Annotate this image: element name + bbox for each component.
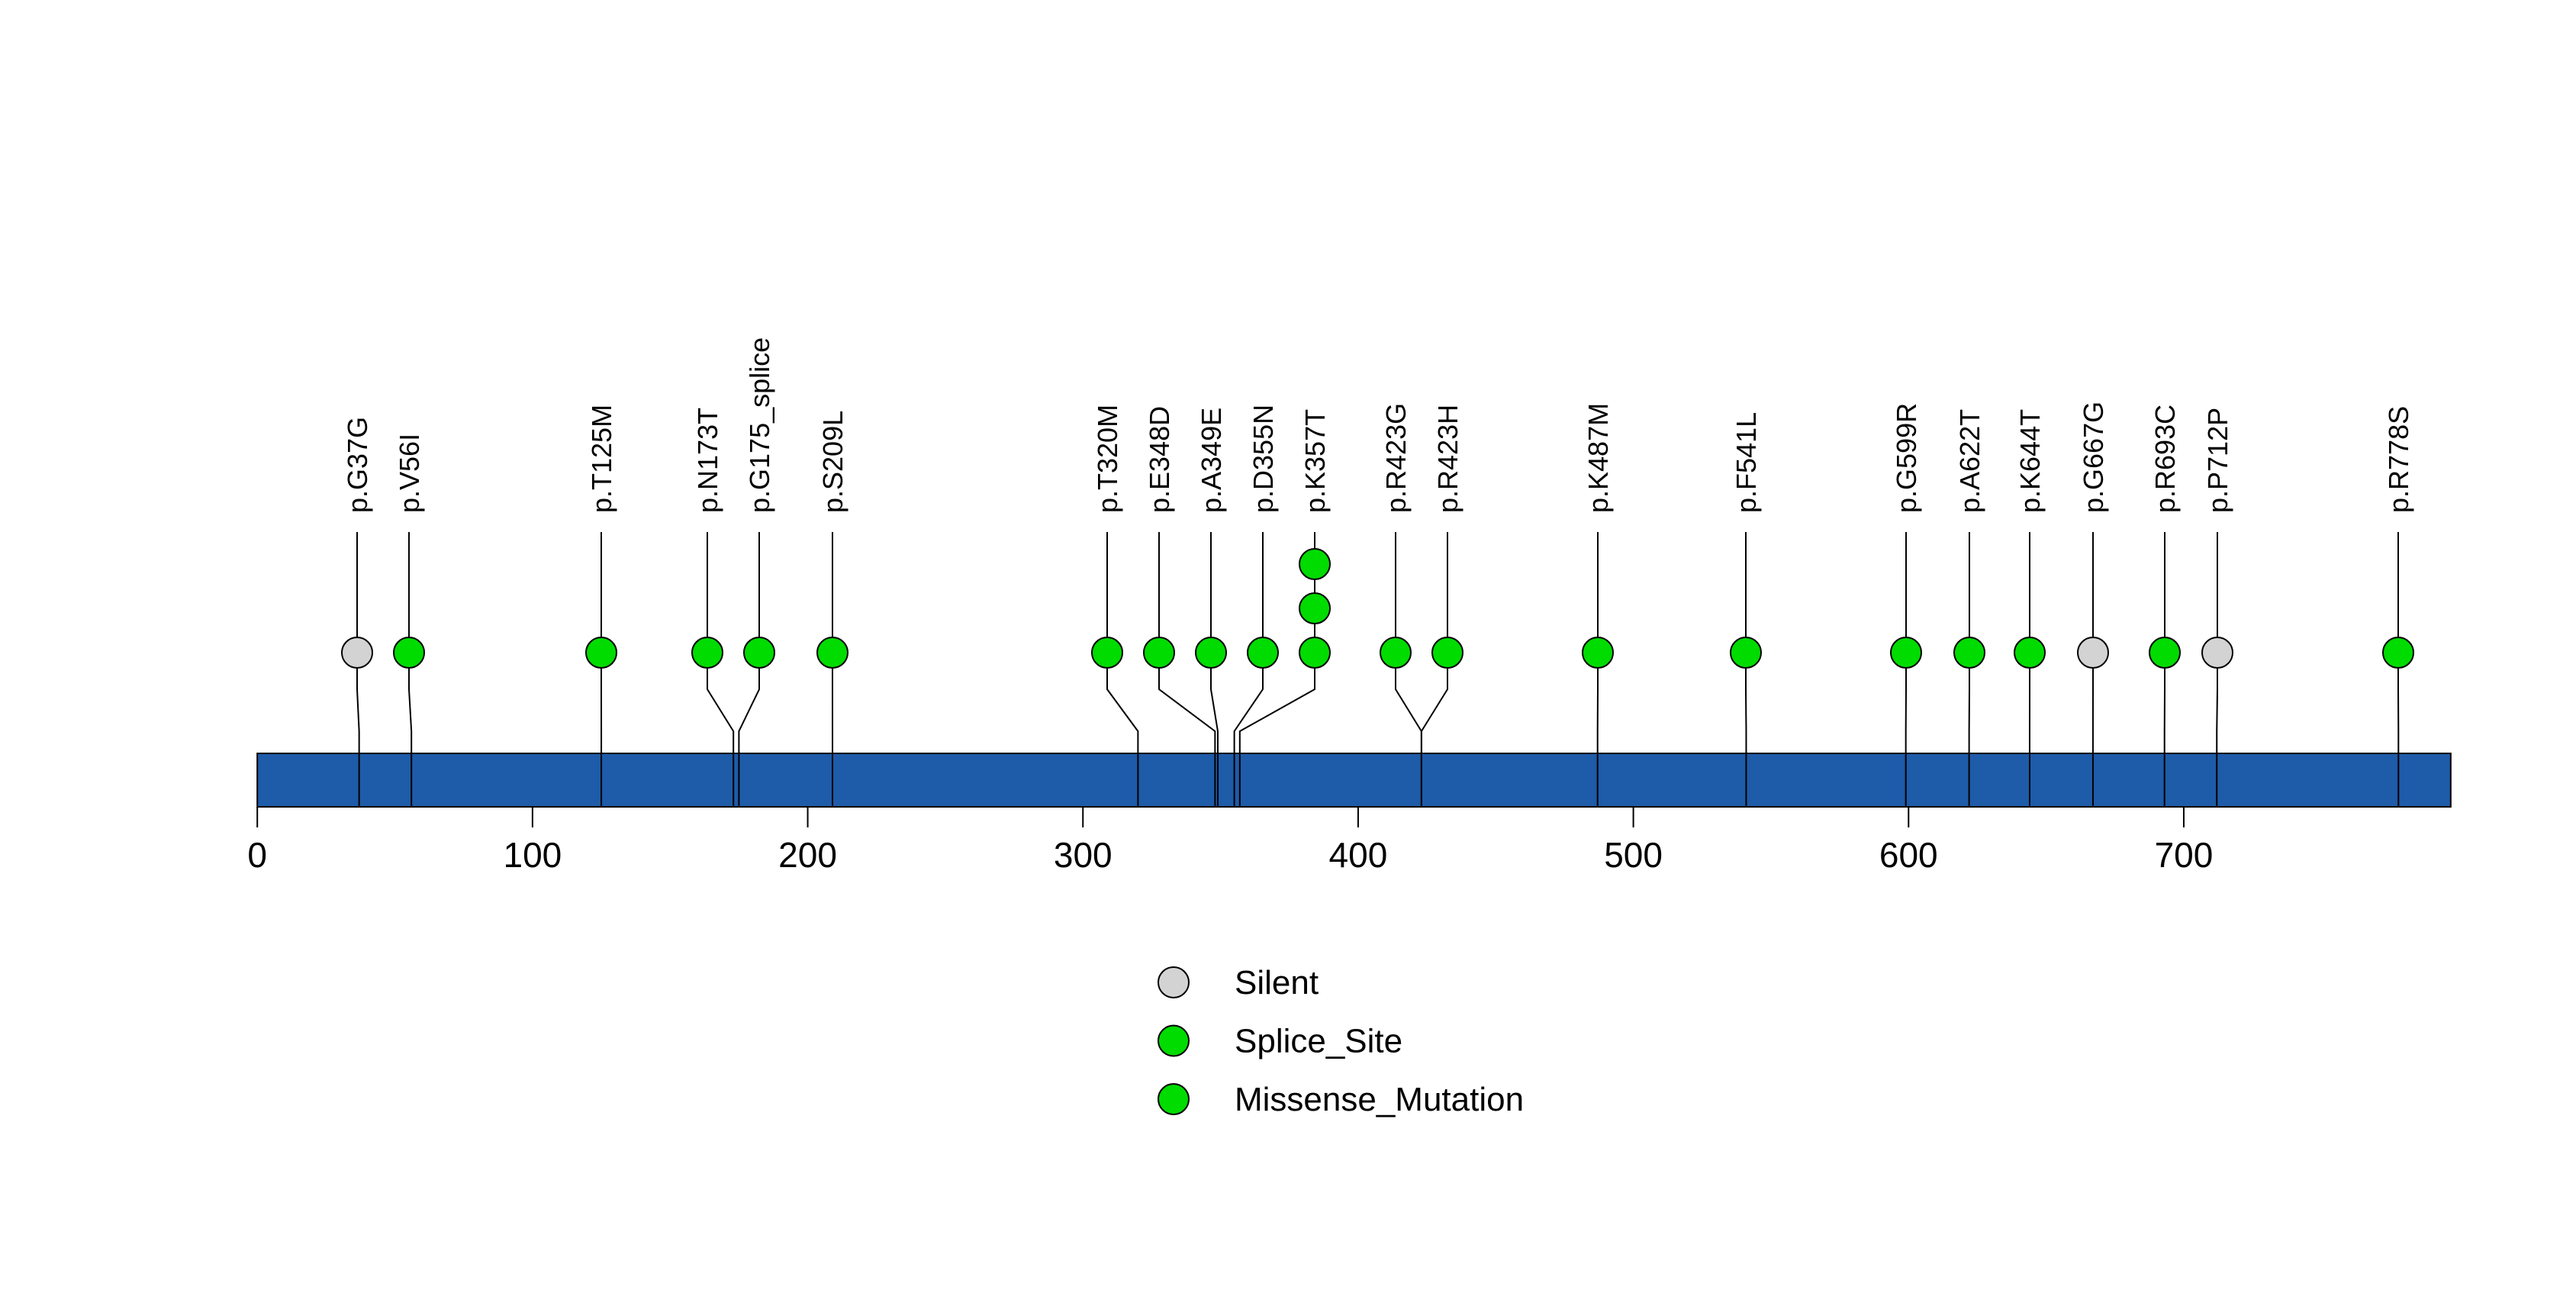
mutation-circle <box>816 637 848 669</box>
axis-tick-label: 0 <box>247 835 267 875</box>
mutation-label: p.V56I <box>394 434 425 513</box>
mutation-label: p.K487M <box>1583 403 1614 513</box>
mutation-label: p.R423G <box>1380 403 1412 513</box>
mutation-label: p.T125M <box>586 405 617 513</box>
mutation-circle <box>1091 637 1123 669</box>
lollipop-stem <box>1233 532 1264 806</box>
axis-tick-label: 500 <box>1604 835 1663 875</box>
mutation-circle <box>1890 637 1922 669</box>
lollipop-stem <box>1420 532 1448 806</box>
mutation-label: p.S209L <box>817 411 848 513</box>
mutation-label: p.E348D <box>1144 406 1175 513</box>
axis-tick-label: 200 <box>778 835 837 875</box>
legend-swatch <box>1158 1083 1190 1115</box>
mutation-circle <box>393 637 425 669</box>
mutation-circle <box>2014 637 2046 669</box>
mutation-circle <box>691 637 723 669</box>
lollipop-stem <box>1210 532 1219 806</box>
mutation-label: p.K357T <box>1299 409 1331 513</box>
legend-label: Silent <box>1235 964 1319 1001</box>
mutation-circle <box>1299 548 1331 580</box>
mutation-circle <box>1431 637 1463 669</box>
mutation-circle <box>743 637 775 669</box>
mutation-label: p.A349E <box>1196 408 1227 513</box>
mutation-label: p.R423H <box>1432 405 1463 513</box>
protein-bar <box>256 753 2452 808</box>
mutation-label: p.K644T <box>2014 409 2046 513</box>
mutation-circle <box>1195 637 1227 669</box>
mutation-label: p.N173T <box>692 408 723 513</box>
mutation-circle <box>2149 637 2181 669</box>
lollipop-stem <box>408 532 413 806</box>
mutation-circle <box>1380 637 1412 669</box>
mutation-label: p.T320M <box>1092 405 1123 513</box>
mutation-label: p.G37G <box>342 417 373 513</box>
lollipop-stem <box>707 532 735 806</box>
mutation-circle <box>1143 637 1175 669</box>
mutation-label: p.R778S <box>2383 406 2414 513</box>
lollipop-stem <box>1158 532 1216 806</box>
lollipop-stem <box>738 532 760 806</box>
mutation-circle <box>1247 637 1279 669</box>
mutation-label: p.A622T <box>1954 409 1985 513</box>
mutation-label: p.D355N <box>1248 405 1279 513</box>
axis-tick-label: 400 <box>1329 835 1388 875</box>
lollipop-stem <box>1106 532 1139 806</box>
mutation-label: p.G667G <box>2078 402 2109 513</box>
mutation-circle <box>585 637 617 669</box>
mutation-label: p.R693C <box>2149 405 2181 513</box>
lollipop-stem <box>356 532 360 806</box>
legend-label: Splice_Site <box>1235 1023 1402 1060</box>
axis-tick-label: 300 <box>1054 835 1113 875</box>
mutation-label: p.G175_splice <box>744 337 775 513</box>
axis-tick-label: 600 <box>1879 835 1938 875</box>
mutation-label: p.G599R <box>1891 403 1922 513</box>
mutation-circle <box>2077 637 2109 669</box>
mutation-circle <box>1299 592 1331 624</box>
mutation-circle <box>2382 637 2414 669</box>
mutation-circle <box>1582 637 1614 669</box>
axis-tick-label: 100 <box>504 835 562 875</box>
mutation-circle <box>2201 637 2233 669</box>
mutation-circle <box>341 637 373 669</box>
mutation-label: p.P712P <box>2202 408 2233 513</box>
legend-swatch <box>1158 966 1190 998</box>
mutation-circle <box>1730 637 1762 669</box>
mutation-circle <box>1953 637 1985 669</box>
mutation-circle <box>1299 637 1331 669</box>
mutation-label: p.F541L <box>1731 412 1762 513</box>
legend-label: Missense_Mutation <box>1235 1081 1524 1118</box>
legend-swatch <box>1158 1024 1190 1057</box>
axis-tick-label: 700 <box>2155 835 2214 875</box>
